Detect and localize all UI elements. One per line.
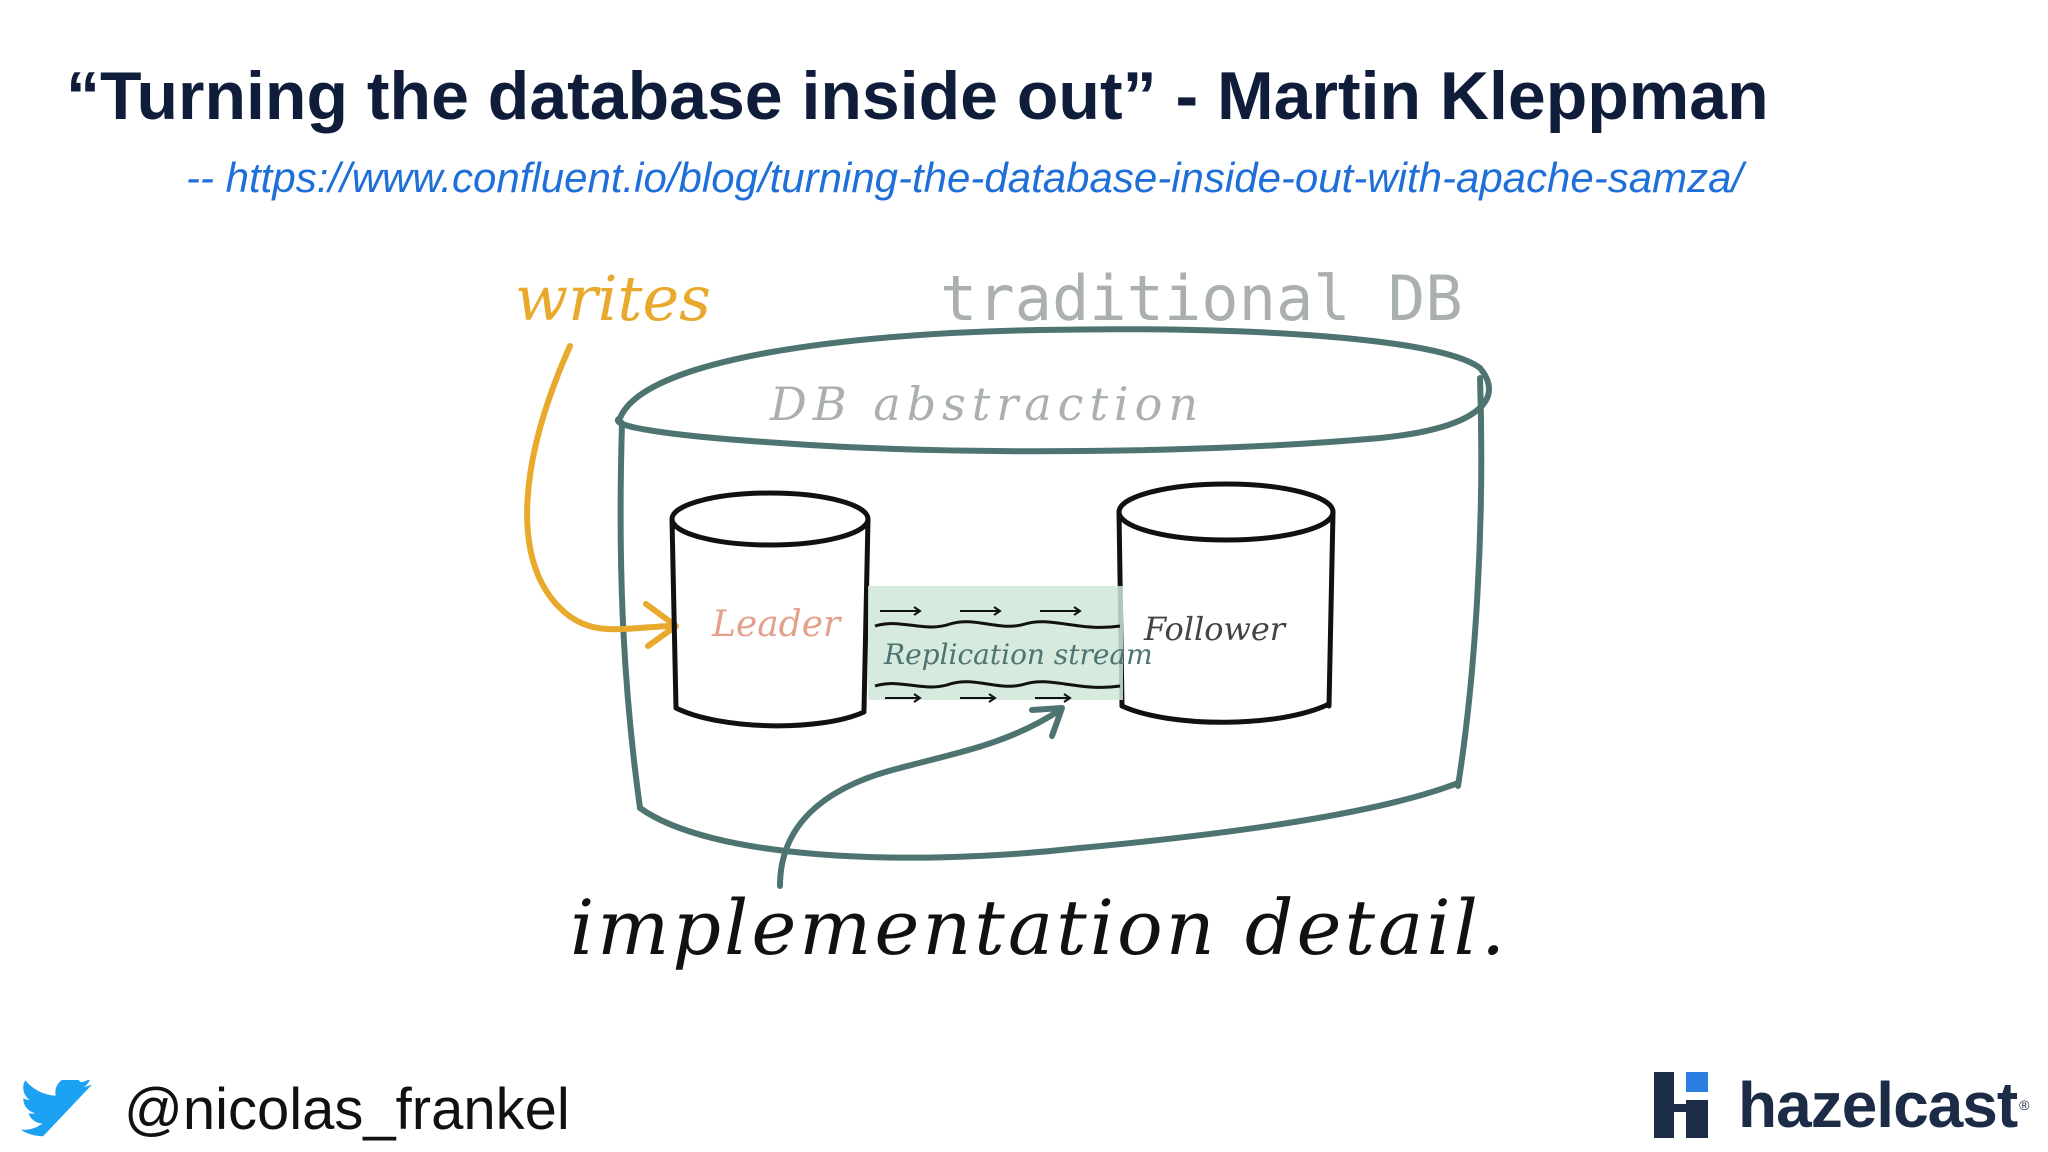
container-bottom-curve bbox=[637, 780, 1461, 861]
replication-top-wave bbox=[874, 620, 1121, 629]
replication-bottom-wave bbox=[874, 680, 1121, 689]
source-link[interactable]: -- https://www.confluent.io/blog/turning… bbox=[186, 154, 1744, 201]
replication-band bbox=[868, 586, 1123, 700]
leader-cylinder bbox=[669, 490, 871, 729]
brand-name: hazelcast® bbox=[1738, 1067, 2030, 1143]
writes-label: writes bbox=[515, 262, 711, 335]
implementation-detail-label: implementation detail. bbox=[570, 883, 1508, 972]
follower-label: Follower bbox=[1143, 610, 1287, 648]
db-abstraction-label: DB abstraction bbox=[769, 377, 1204, 431]
traditional-db-label: traditional DB bbox=[940, 262, 1463, 335]
container-left-side bbox=[617, 420, 643, 811]
db-inside-out-diagram: writes traditional DB DB abstraction Lea… bbox=[480, 228, 1560, 1008]
twitter-handle[interactable]: @nicolas_frankel bbox=[124, 1077, 570, 1142]
leader-label: Leader bbox=[711, 604, 842, 645]
traditional-db-container bbox=[614, 326, 1492, 861]
container-right-side bbox=[1455, 375, 1485, 789]
container-top-ellipse bbox=[614, 326, 1492, 455]
slide-title: “Turning the database inside out” - Mart… bbox=[66, 58, 1769, 134]
replication-label: Replication stream bbox=[883, 638, 1153, 671]
footer-twitter: @nicolas_frankel bbox=[20, 1070, 570, 1150]
brand-wordmark: hazelcast bbox=[1738, 1069, 2018, 1141]
registered-mark: ® bbox=[2019, 1097, 2029, 1113]
hazelcast-brand: hazelcast® bbox=[1652, 1060, 2030, 1150]
replication-stream: Replication stream bbox=[868, 586, 1153, 703]
diagram-canvas: writes traditional DB DB abstraction Lea… bbox=[515, 262, 1508, 972]
replication-flow-arrows bbox=[880, 606, 1082, 703]
writes-arrow bbox=[524, 343, 679, 649]
hazelcast-logo-icon bbox=[1654, 1072, 1708, 1138]
implementation-arrow bbox=[777, 705, 1065, 889]
twitter-bird-icon bbox=[20, 1080, 93, 1137]
follower-cylinder bbox=[1116, 481, 1336, 725]
